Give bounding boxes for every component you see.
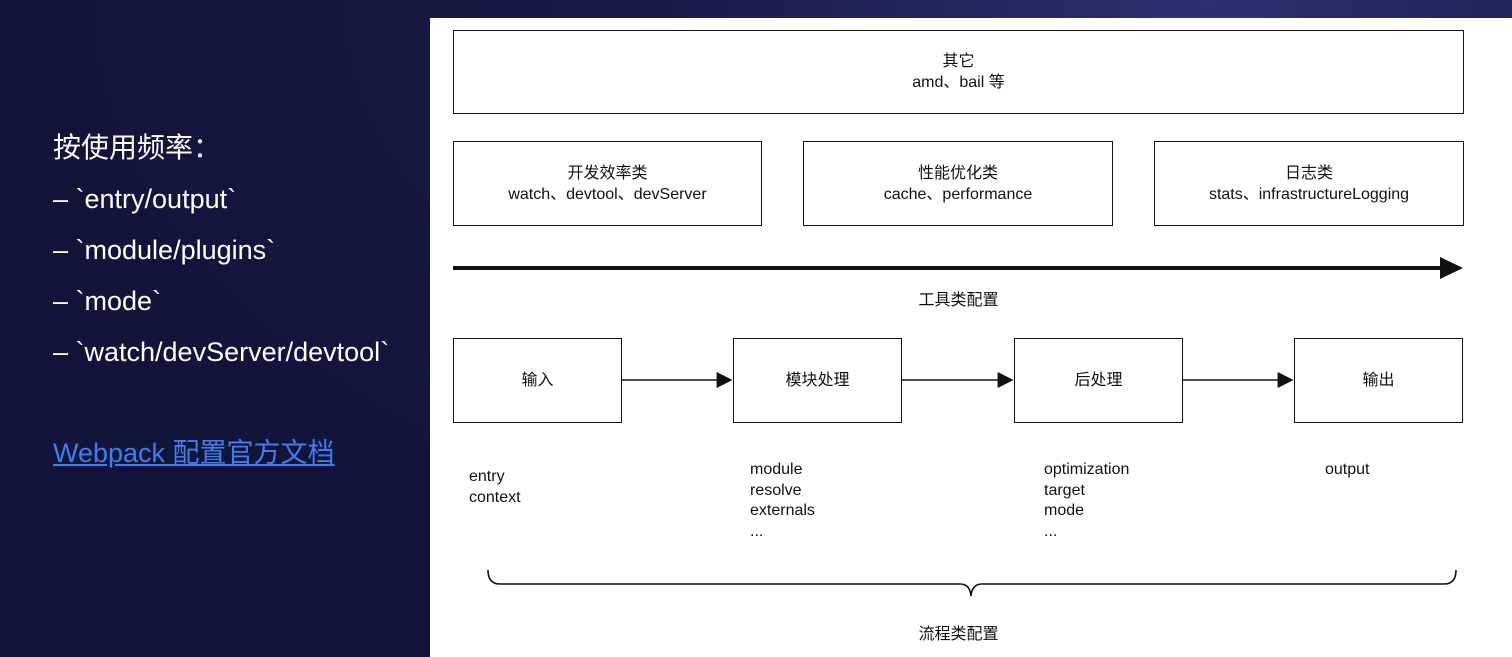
dev-efficiency-box: 开发效率类 watch、devtool、devServer <box>453 141 762 226</box>
tool-config-arrow <box>453 257 1463 279</box>
performance-subtitle: cache、performance <box>883 185 1033 203</box>
diagram-connectors <box>453 257 1463 597</box>
flow-step-input: 输入 <box>453 338 622 423</box>
other-config-box: 其它 amd、bail 等 <box>453 30 1464 114</box>
flow-step-post-processing: 后处理 <box>1014 338 1183 423</box>
frequency-item-mode: – `mode` <box>53 286 162 316</box>
input-option-entry: entry <box>469 468 505 485</box>
flow-step-module-processing: 模块处理 <box>733 338 902 423</box>
module-option-resolve: resolve <box>750 481 802 499</box>
dev-efficiency-title: 开发效率类 <box>567 164 648 182</box>
post-option-optimization: optimization <box>1044 461 1130 478</box>
post-option-target: target <box>1044 481 1085 499</box>
frequency-item-module-plugins: – `module/plugins` <box>53 235 276 265</box>
performance-title: 性能优化类 <box>917 164 998 182</box>
post-processing-options: optimization target mode ... <box>1044 460 1129 542</box>
tool-config-caption: 工具类配置 <box>918 292 999 309</box>
module-option-externals: externals <box>750 502 815 519</box>
flow-step-output-label: 输出 <box>1362 372 1395 389</box>
module-options: module resolve externals ... <box>750 460 815 542</box>
output-options: output <box>1325 460 1369 481</box>
input-options: entry context <box>469 467 521 508</box>
flow-config-caption: 流程类配置 <box>918 626 999 643</box>
logging-subtitle: stats、infrastructureLogging <box>1208 185 1410 203</box>
frequency-item-entry-output: – `entry/output` <box>53 184 237 214</box>
post-option-ellipsis: ... <box>1044 522 1058 540</box>
flow-config-brace <box>487 569 1457 597</box>
other-config-subtitle: amd、bail 等 <box>912 74 1005 91</box>
logging-title: 日志类 <box>1284 164 1333 182</box>
webpack-docs-link[interactable]: Webpack 配置官方文档 <box>53 438 335 468</box>
other-config-title: 其它 <box>942 53 975 70</box>
flow-step-module-processing-label: 模块处理 <box>785 372 850 389</box>
output-option-output: output <box>1325 461 1370 478</box>
left-panel: 按使用频率： – `entry/output` – `module/plugin… <box>53 128 423 383</box>
frequency-heading: 按使用频率： <box>53 132 222 163</box>
input-option-context: context <box>469 488 521 506</box>
dev-efficiency-subtitle: watch、devtool、devServer <box>508 185 707 203</box>
flow-step-output: 输出 <box>1294 338 1463 423</box>
diagram-panel: 其它 amd、bail 等 开发效率类 watch、devtool、devSer… <box>430 18 1512 657</box>
module-option-ellipsis: ... <box>750 522 764 540</box>
watermark: @稀土掘金技术社区 <box>1340 621 1494 640</box>
flow-step-input-label: 输入 <box>521 372 554 389</box>
flow-step-post-processing-label: 后处理 <box>1074 372 1123 389</box>
post-option-mode: mode <box>1044 502 1085 519</box>
logging-box: 日志类 stats、infrastructureLogging <box>1154 141 1464 226</box>
performance-box: 性能优化类 cache、performance <box>803 141 1113 226</box>
frequency-item-watch-devserver-devtool: – `watch/devServer/devtool` <box>53 337 390 367</box>
module-option-module: module <box>750 461 803 478</box>
